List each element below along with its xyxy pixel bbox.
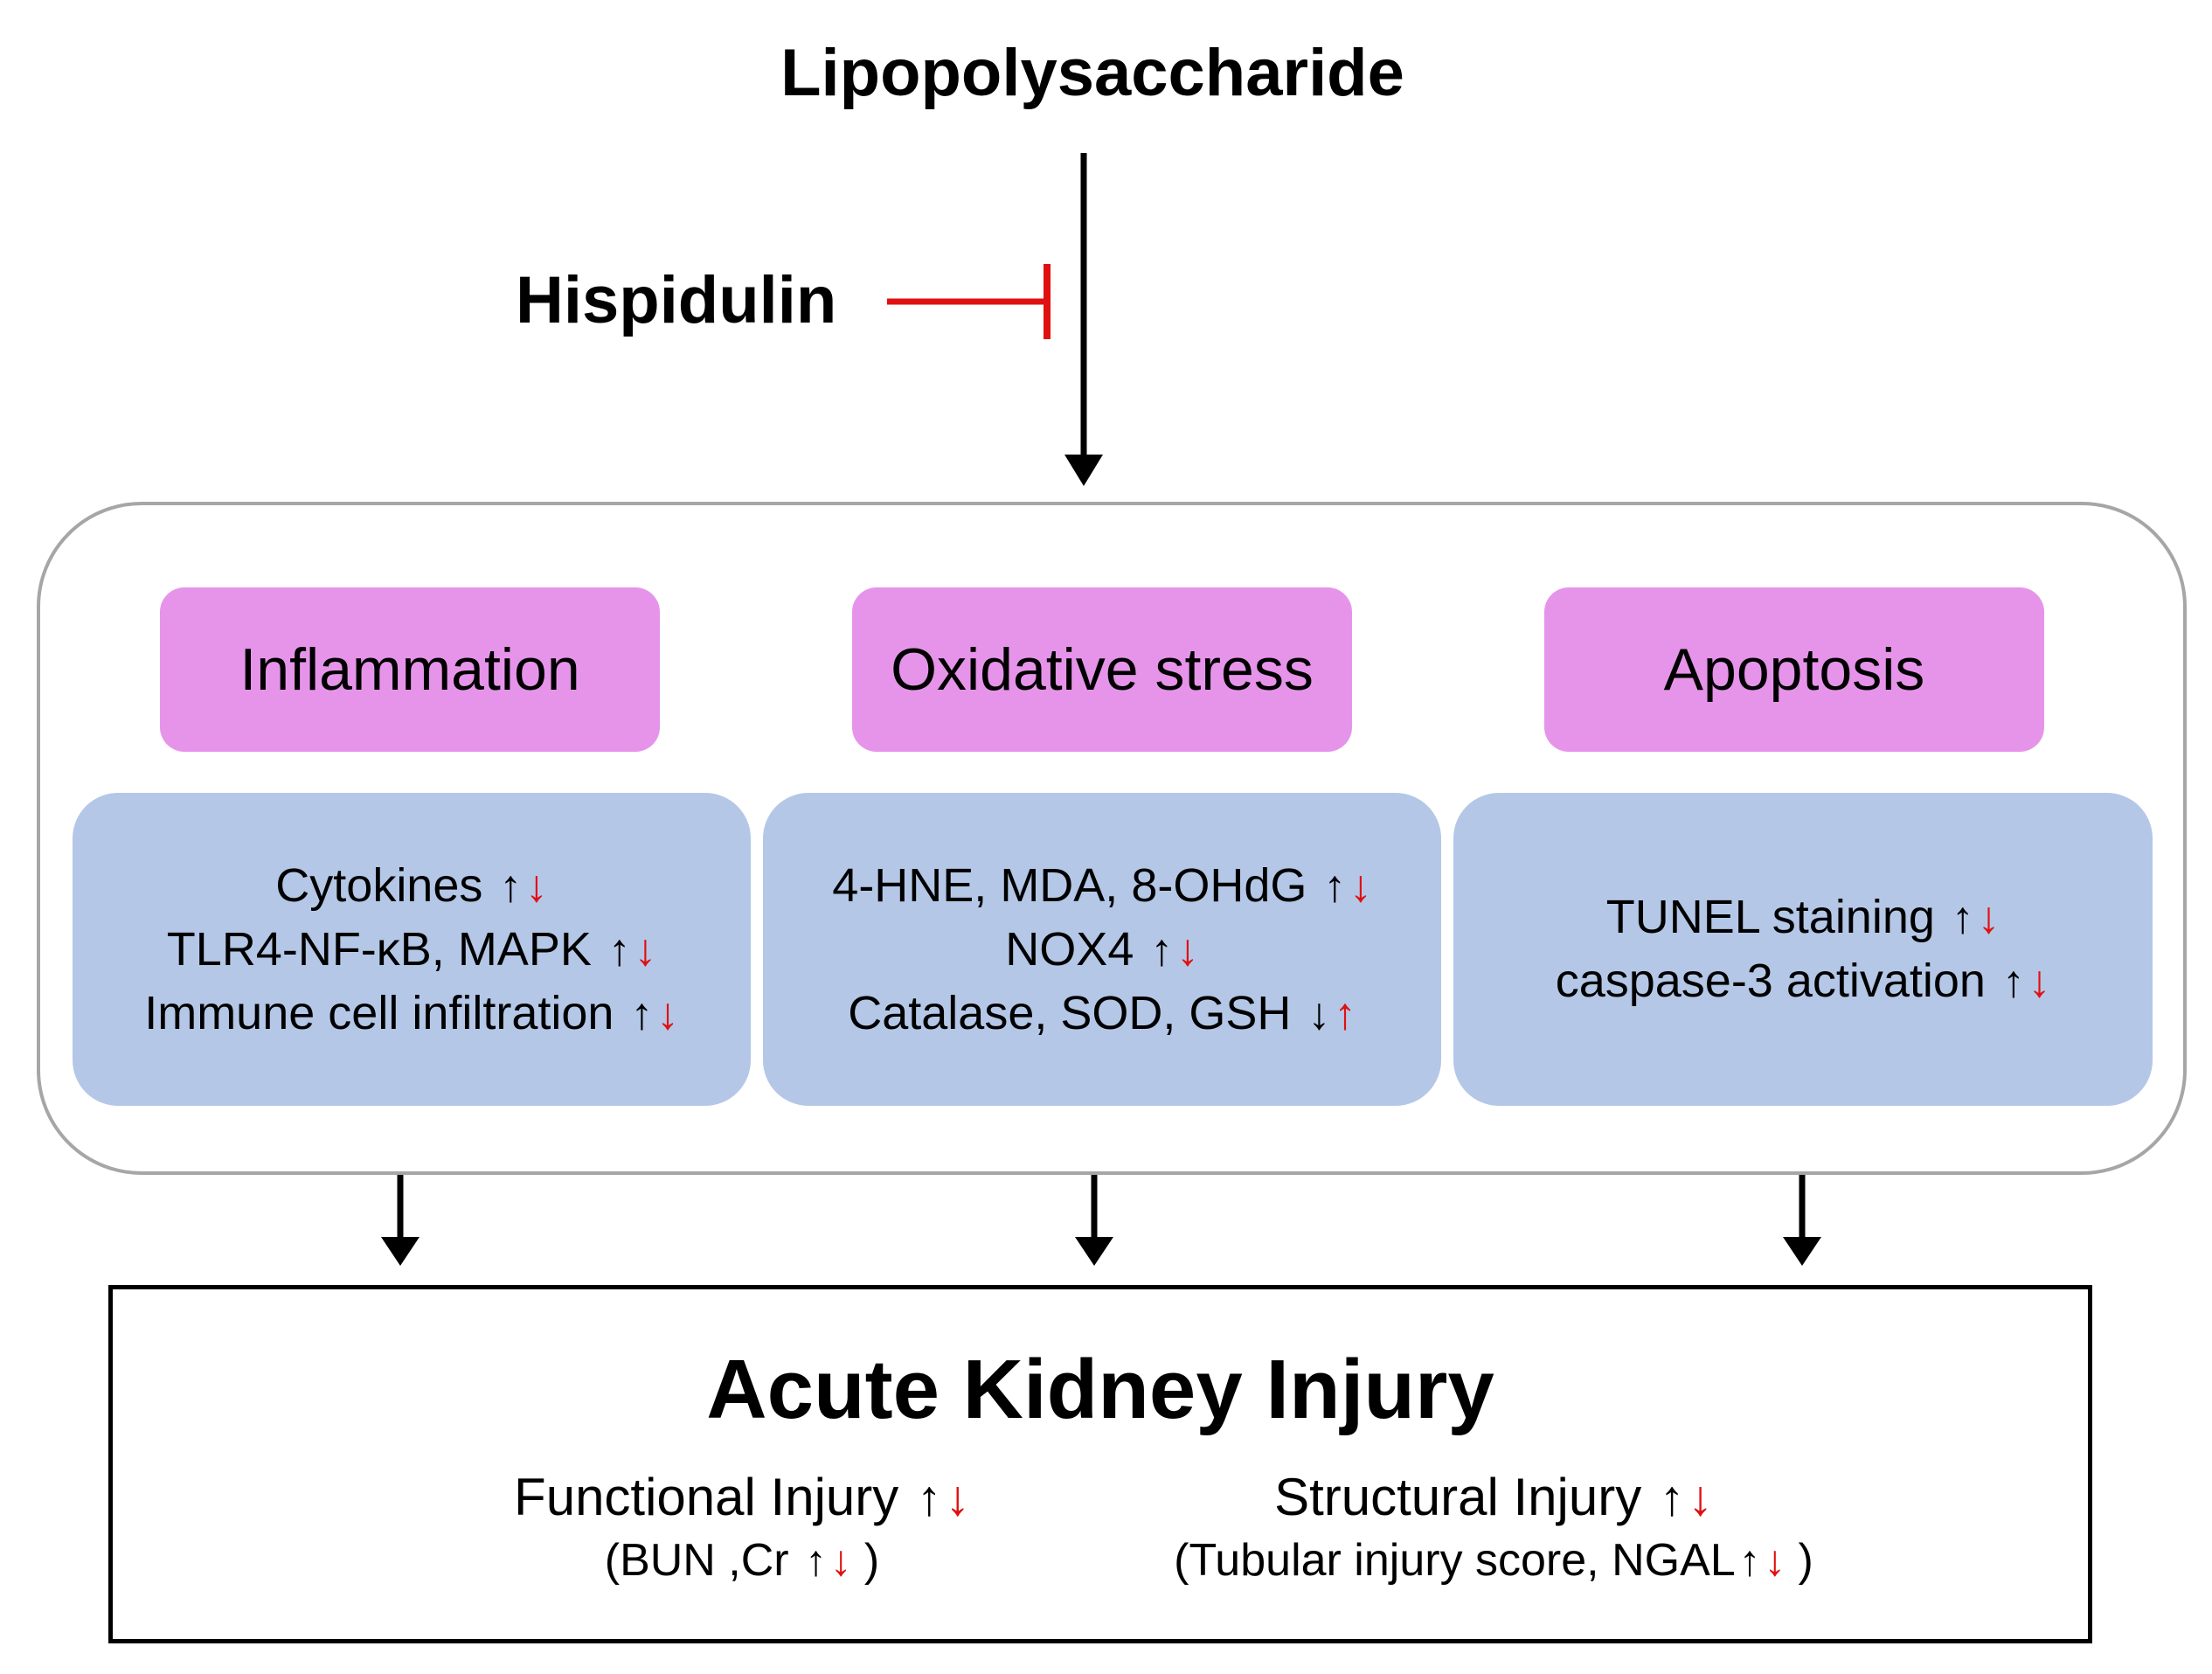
structural-injury: Structural Injury ↑↓ (Tubular injury sco…: [1174, 1468, 1813, 1586]
hispidulin-inhibition-line: [887, 264, 1051, 339]
panel-apoptosis: TUNEL staining ↑↓ caspase-3 activation ↑…: [1453, 793, 2153, 1106]
marker-line: NOX4 ↑↓: [1005, 922, 1199, 976]
decrease-arrow-icon: ↓: [2028, 956, 2051, 1006]
increase-arrow-icon: ↑: [1951, 893, 1974, 942]
category-inflammation: Inflammation: [160, 587, 660, 752]
inhibitor-label: Hispidulin: [516, 263, 837, 337]
panel-inflammation: Cytokines ↑↓ TLR4-NF-κB, MAPK ↑↓ Immune …: [73, 793, 751, 1106]
decrease-arrow-icon: ↓: [656, 988, 679, 1038]
marker-line: 4-HNE, MDA, 8-OHdG ↑↓: [832, 858, 1372, 912]
outcome-box: Acute Kidney Injury Functional Injury ↑↓…: [108, 1285, 2092, 1643]
increase-arrow-icon: ↑: [630, 988, 654, 1038]
decrease-arrow-icon: ↓: [1977, 893, 2001, 942]
increase-arrow-icon: ↑: [1150, 924, 1174, 975]
functional-injury-label: Functional Injury: [514, 1468, 899, 1526]
marker-line: Immune cell infiltration ↑↓: [144, 986, 679, 1039]
decrease-arrow-icon: ↓: [1688, 1470, 1713, 1526]
panel-oxidative-stress: 4-HNE, MDA, 8-OHdG ↑↓ NOX4 ↑↓ Catalase, …: [763, 793, 1441, 1106]
structural-injury-label: Structural Injury: [1274, 1468, 1642, 1526]
outcome-title: Acute Kidney Injury: [706, 1343, 1494, 1436]
functional-injury: Functional Injury ↑↓ (BUN ,Cr ↑↓ ): [514, 1468, 970, 1586]
decrease-arrow-icon: ↓: [1764, 1537, 1786, 1585]
trigger-title: Lipopolysaccharide: [780, 36, 1404, 110]
increase-arrow-icon: ↑: [499, 860, 523, 911]
increase-arrow-icon: ↑: [1323, 860, 1347, 911]
marker-line: caspase-3 activation ↑↓: [1555, 955, 2051, 1007]
functional-injury-markers: (BUN ,Cr: [604, 1535, 789, 1586]
increase-arrow-icon: ↑: [1738, 1537, 1761, 1585]
decrease-arrow-icon: ↓: [1176, 924, 1199, 975]
decrease-arrow-icon: ↓: [525, 860, 548, 911]
decrease-arrow-icon: ↓: [829, 1537, 852, 1585]
marker-line: TLR4-NF-κB, MAPK ↑↓: [166, 922, 657, 976]
category-apoptosis: Apoptosis: [1544, 587, 2044, 752]
marker-line: Cytokines ↑↓: [275, 858, 548, 912]
increase-arrow-icon: ↑: [1659, 1470, 1685, 1526]
increase-arrow-icon: ↑: [607, 924, 631, 975]
decrease-arrow-icon: ↓: [1307, 988, 1331, 1038]
marker-line: Catalase, SOD, GSH ↓↑: [848, 986, 1356, 1039]
increase-arrow-icon: ↑: [1334, 988, 1356, 1038]
decrease-arrow-icon: ↓: [1349, 860, 1372, 911]
increase-arrow-icon: ↑: [916, 1470, 942, 1526]
structural-injury-markers: (Tubular injury score, NGAL: [1174, 1535, 1736, 1586]
category-label: Inflammation: [239, 636, 580, 703]
decrease-arrow-icon: ↓: [945, 1470, 970, 1526]
category-oxidative-stress: Oxidative stress: [852, 587, 1352, 752]
decrease-arrow-icon: ↓: [634, 924, 657, 975]
marker-line: TUNEL staining ↑↓: [1605, 891, 2001, 943]
category-label: Oxidative stress: [891, 636, 1314, 703]
lps-down-arrow: [1064, 153, 1103, 486]
category-label: Apoptosis: [1663, 636, 1925, 703]
increase-arrow-icon: ↑: [2001, 956, 2025, 1006]
increase-arrow-icon: ↑: [805, 1537, 827, 1585]
